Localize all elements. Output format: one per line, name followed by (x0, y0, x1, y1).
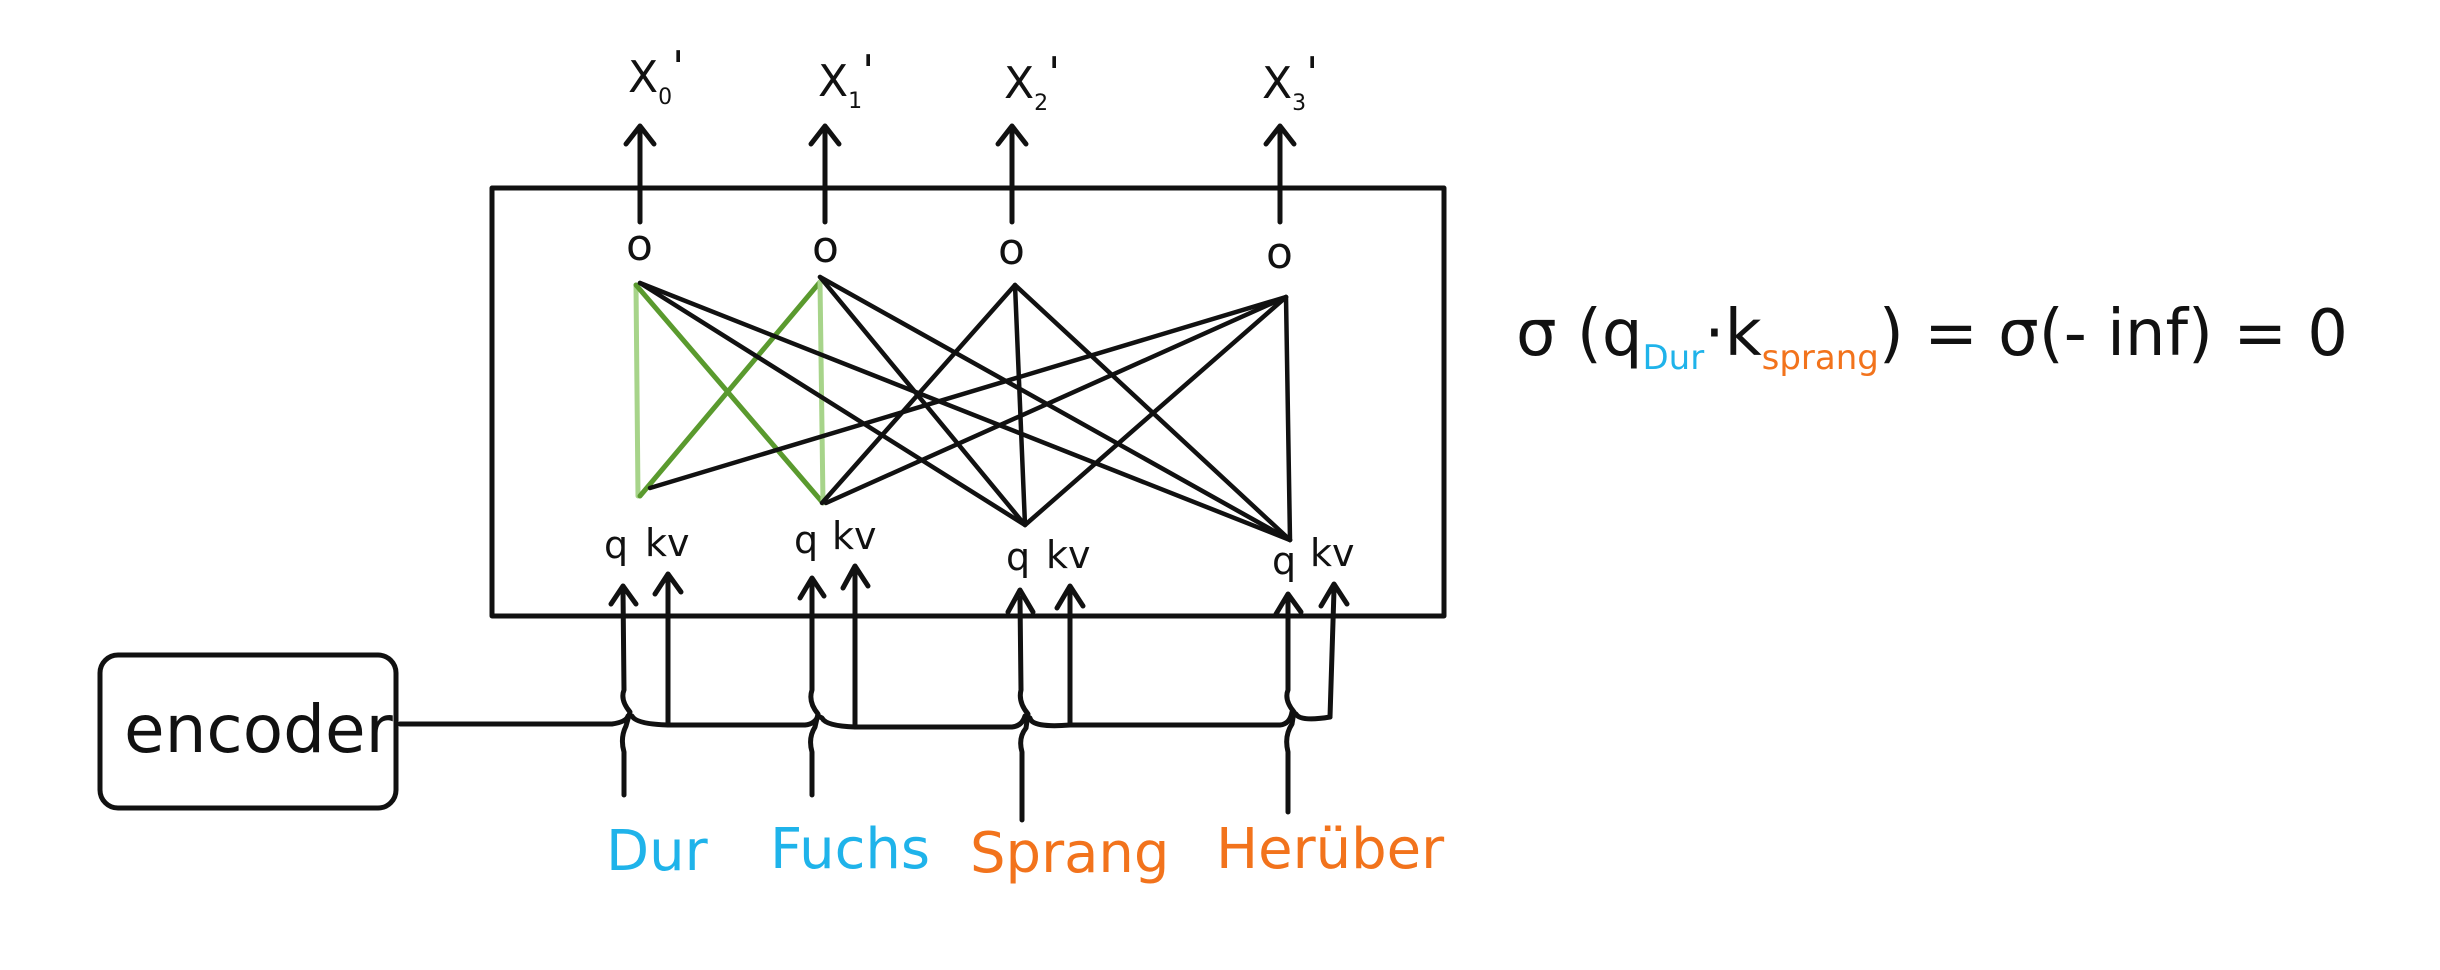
q-label-2: q (1006, 535, 1030, 579)
attn-edge-3-1 (823, 294, 1289, 506)
kv-label-2: kv (1046, 533, 1091, 577)
formula-q: q (1602, 297, 1643, 371)
kv-label-1: kv (832, 514, 877, 558)
qkv-labels: q kv q kv q kv q kv (604, 514, 1355, 583)
output-label-2: X2' (1004, 48, 1060, 116)
attn-edge-0-2 (637, 280, 1028, 528)
input-arrows (608, 563, 1350, 823)
output-arrow-1 (808, 123, 842, 225)
output-label-0: X0' (628, 42, 684, 110)
output-node-0: o (626, 220, 653, 271)
attn-edge-1-2 (817, 274, 1028, 528)
encoder-bus-line (397, 709, 1333, 730)
q-arrow-2 (1005, 587, 1036, 823)
output-arrow-3 (1263, 123, 1297, 225)
output-node-2: o (998, 224, 1025, 275)
output-node-1: o (812, 222, 839, 273)
output-node-3: o (1266, 228, 1293, 279)
kv-arrow-0 (652, 571, 684, 728)
formula-rhs-arg: (- inf) (2039, 297, 2213, 371)
formula-k: k (1725, 297, 1762, 371)
q-label-3: q (1272, 539, 1296, 583)
kv-arrow-2 (1054, 583, 1086, 728)
kv-arrow-1 (840, 563, 871, 730)
attn-edge-0-0 (633, 282, 641, 499)
formula-dot: · (1704, 297, 1724, 371)
attn-edge-1-1 (817, 279, 826, 506)
word-0: Dur (606, 819, 709, 884)
input-words: Dur Fuchs Sprang Herüber (606, 817, 1445, 886)
encoder-label: encoder (124, 691, 394, 768)
output-label-1: X1' (818, 46, 874, 114)
attn-edge-0-1 (633, 282, 826, 506)
attention-connections (637, 274, 1293, 543)
word-1: Fuchs (770, 817, 930, 882)
q-arrow-1 (797, 575, 827, 798)
output-arrow-2 (995, 123, 1029, 225)
formula-rhs-sigma: σ (1998, 297, 2039, 371)
kv-arrow-3 (1318, 581, 1350, 720)
formula-equals-2: = (2233, 297, 2287, 371)
attention-formula: σ (qDur·ksprang) = σ(- inf) = 0 (1516, 297, 2348, 378)
attn-edge-3-3 (1283, 294, 1293, 543)
encoder-box (97, 652, 399, 811)
kv-label-0: kv (645, 521, 690, 565)
output-nodes: o o o o (626, 220, 1293, 279)
attn-edge-2-2 (1012, 282, 1028, 528)
q-arrow-0 (608, 583, 639, 798)
formula-equals-1: = (1924, 297, 1978, 371)
formula-open-paren: ( (1577, 297, 1602, 371)
q-arrow-3 (1273, 591, 1304, 815)
attn-edge-1-0 (637, 279, 823, 499)
attn-edge-0-3 (637, 280, 1293, 543)
output-arrows (623, 123, 1297, 225)
attention-connections-highlighted (633, 279, 826, 506)
output-arrow-0 (623, 123, 657, 225)
output-labels: X0' X1' X2' X3' (628, 42, 1318, 116)
q-label-0: q (604, 523, 628, 567)
formula-close-paren: ) (1879, 297, 1904, 371)
kv-label-3: kv (1310, 531, 1355, 575)
word-3: Herüber (1216, 817, 1445, 882)
attn-edge-3-2 (1022, 294, 1289, 528)
formula-k-subscript: sprang (1762, 338, 1879, 378)
word-2: Sprang (970, 821, 1169, 886)
formula-sigma: σ (1516, 297, 1557, 371)
formula-q-subscript: Dur (1643, 338, 1705, 378)
attn-edge-2-0 (819, 282, 1018, 506)
attn-edge-1-3 (817, 274, 1293, 543)
formula-result: 0 (2307, 297, 2348, 371)
attention-box (489, 185, 1447, 619)
q-label-1: q (794, 518, 818, 562)
output-label-3: X3' (1262, 48, 1318, 116)
attn-edge-3-0 (647, 294, 1289, 491)
